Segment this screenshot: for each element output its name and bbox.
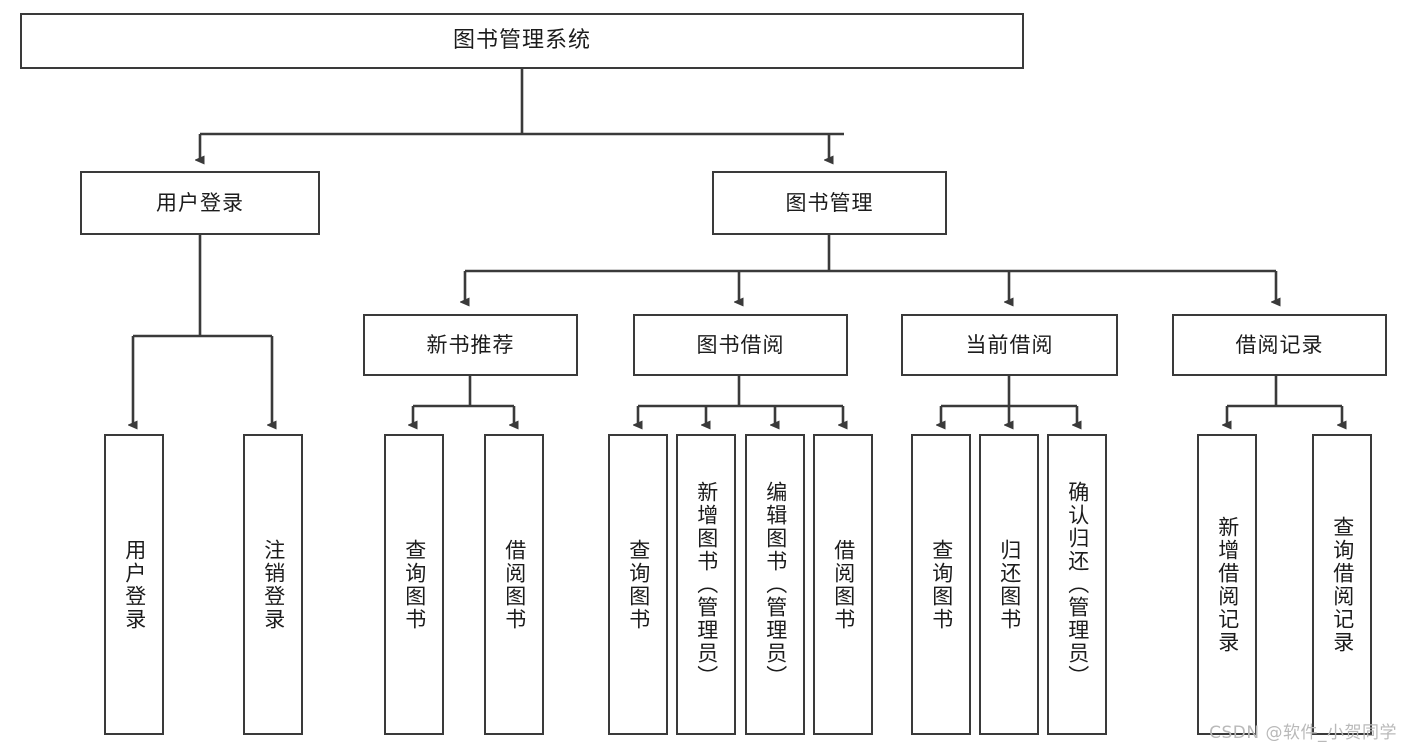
node-book-manage[interactable]: 图书管理 [712,171,947,235]
node-label: 编辑图书（管理员） [763,481,788,688]
node-leaf-query-book-2[interactable]: 查询图书 [608,434,668,735]
node-label: 用户登录 [156,190,244,215]
node-label: 图书管理系统 [452,28,591,54]
node-label: 用户登录 [122,538,147,631]
node-new-book-recommend[interactable]: 新书推荐 [363,314,578,376]
node-leaf-confirm-return-admin[interactable]: 确认归还（管理员） [1047,434,1107,735]
node-label: 借阅记录 [1235,332,1324,357]
node-label: 确认归还（管理员） [1065,481,1090,688]
node-leaf-add-book-admin[interactable]: 新增图书（管理员） [676,434,736,735]
node-label: 借阅图书 [831,538,856,631]
node-label: 查询图书 [929,538,954,631]
node-user-login[interactable]: 用户登录 [80,171,320,235]
node-label: 当前借阅 [965,332,1054,357]
node-leaf-edit-book-admin[interactable]: 编辑图书（管理员） [745,434,805,735]
node-label: 新增借阅记录 [1215,515,1240,654]
node-leaf-query-book-3[interactable]: 查询图书 [911,434,971,735]
node-leaf-borrow-book-1[interactable]: 借阅图书 [484,434,544,735]
node-label: 查询图书 [626,538,651,631]
node-leaf-logout-login[interactable]: 注销登录 [243,434,303,735]
node-borrow-record[interactable]: 借阅记录 [1172,314,1387,376]
node-label: 图书管理 [785,190,874,215]
node-leaf-borrow-book-2[interactable]: 借阅图书 [813,434,873,735]
node-leaf-query-borrow-record[interactable]: 查询借阅记录 [1312,434,1372,735]
node-label: 查询图书 [402,538,427,631]
csdn-watermark: CSDN @软件_小贺同学 [1209,723,1397,743]
node-label: 注销登录 [261,538,286,631]
node-label: 新增图书（管理员） [694,481,719,688]
node-book-borrow[interactable]: 图书借阅 [633,314,848,376]
node-leaf-user-login[interactable]: 用户登录 [104,434,164,735]
node-label: 归还图书 [997,538,1022,631]
node-leaf-add-borrow-record[interactable]: 新增借阅记录 [1197,434,1257,735]
node-leaf-query-book-1[interactable]: 查询图书 [384,434,444,735]
node-label: 图书借阅 [696,332,785,357]
node-label: 借阅图书 [502,538,527,631]
node-leaf-return-book[interactable]: 归还图书 [979,434,1039,735]
node-label: 新书推荐 [426,332,515,357]
node-current-borrow[interactable]: 当前借阅 [901,314,1118,376]
node-root-system[interactable]: 图书管理系统 [20,13,1024,69]
node-label: 查询借阅记录 [1330,515,1355,654]
